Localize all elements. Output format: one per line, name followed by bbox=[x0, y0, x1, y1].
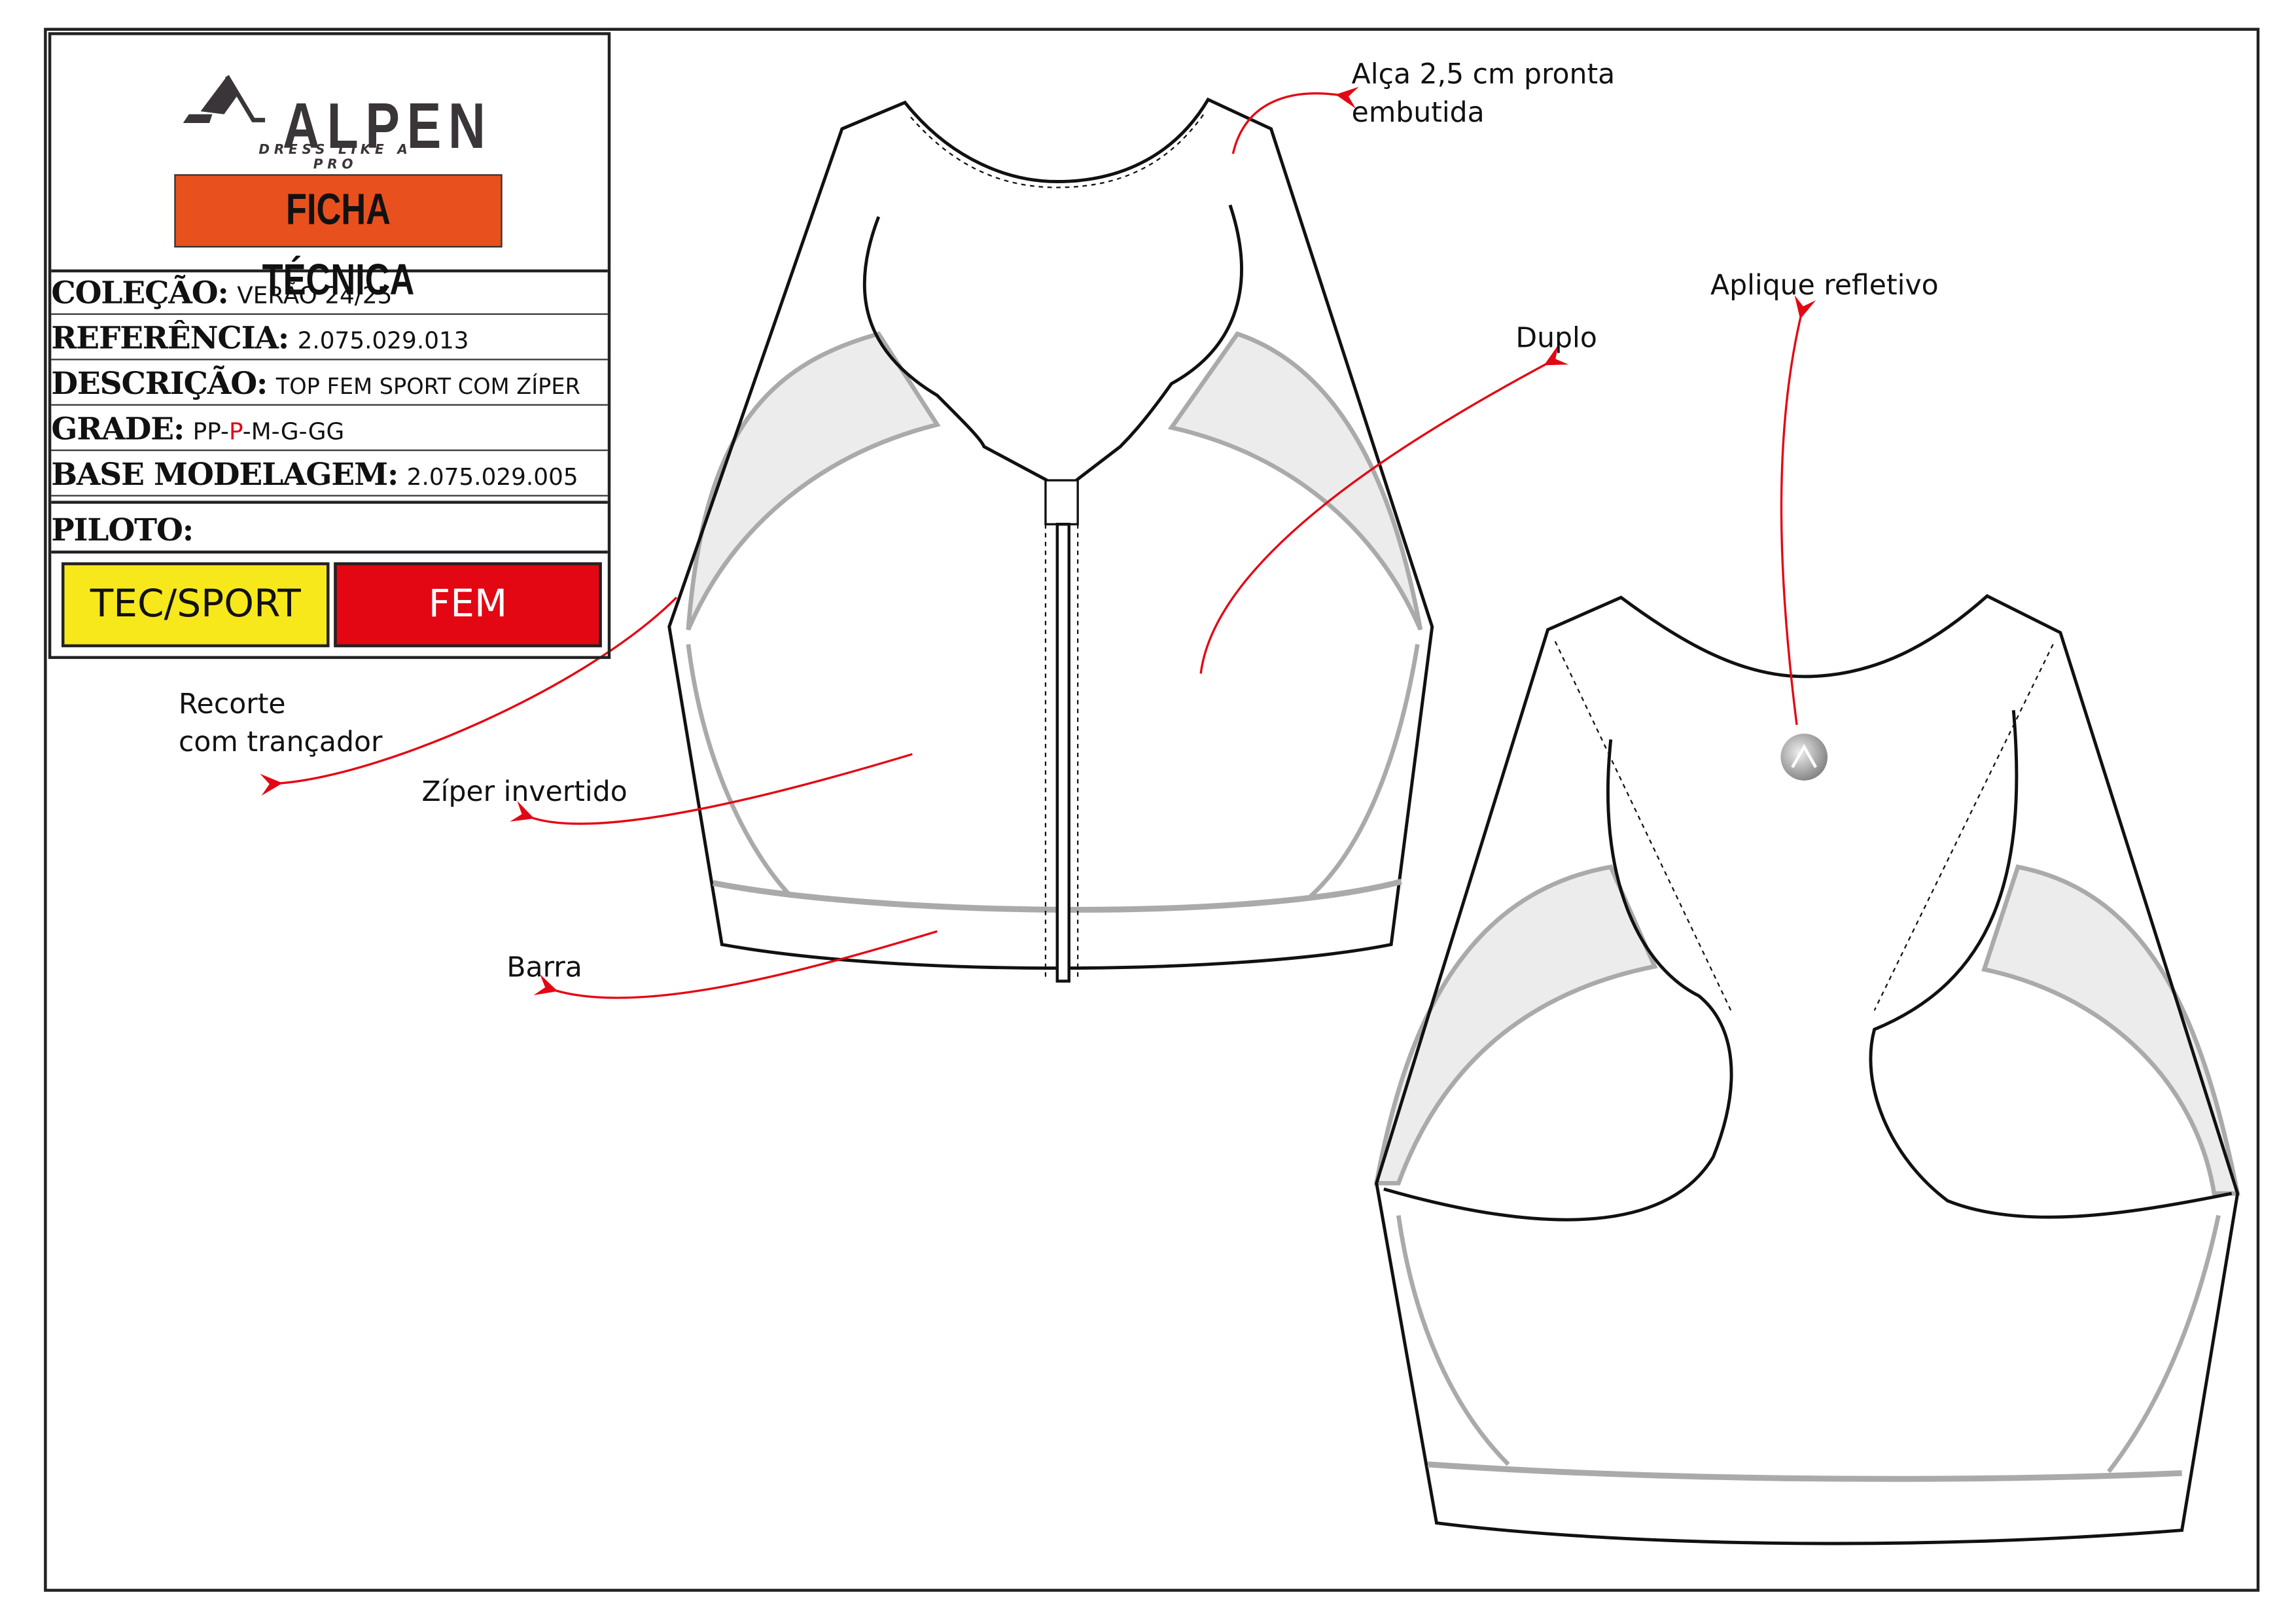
arrow-aplique bbox=[1780, 295, 1816, 726]
alpen-logo-icon bbox=[183, 75, 266, 123]
annotation-arrows bbox=[260, 86, 1816, 999]
front-armhole-right bbox=[1075, 204, 1243, 482]
label-barra: Barra bbox=[506, 951, 582, 984]
label-aplique: Aplique refletivo bbox=[1710, 269, 1939, 302]
arrow-barra bbox=[533, 930, 938, 999]
logo-area: ALPEN DRESS LIKE A PRO FICHA TÉCNICA bbox=[51, 35, 608, 305]
info-panel: ALPEN DRESS LIKE A PRO FICHA TÉCNICA COL… bbox=[48, 32, 611, 660]
zipper-pull bbox=[1044, 479, 1079, 525]
front-armhole-left bbox=[862, 216, 1048, 482]
back-mesh-right bbox=[1981, 864, 2240, 1196]
field-piloto: PILOTO: bbox=[51, 501, 608, 554]
label-duplo: Duplo bbox=[1515, 322, 1597, 355]
back-outline bbox=[1375, 593, 2240, 1545]
arrow-duplo bbox=[1199, 345, 1569, 674]
back-hem-band bbox=[1427, 1461, 2182, 1482]
arrow-ziper bbox=[510, 752, 913, 825]
brand-name: ALPEN bbox=[282, 90, 493, 163]
back-view bbox=[1373, 593, 2240, 1545]
arrow-alca bbox=[1231, 86, 1359, 154]
front-view bbox=[667, 97, 1434, 983]
back-racer-left bbox=[1383, 739, 1733, 1222]
front-mesh-left bbox=[686, 331, 941, 631]
field-grade: GRADE:PP-P-M-G-GG bbox=[51, 406, 608, 451]
field-referencia: REFERÊNCIA:2.075.029.013 bbox=[51, 315, 608, 361]
highlighted-size: P bbox=[228, 417, 243, 446]
category-tag: TEC/SPORT bbox=[61, 562, 330, 648]
sheet-title: FICHA TÉCNICA bbox=[174, 174, 503, 305]
field-colecao: COLEÇÃO:VERÃO 24/25 bbox=[51, 270, 608, 315]
brand-tagline: DRESS LIKE A PRO bbox=[258, 143, 412, 173]
arrow-recorte bbox=[260, 596, 678, 796]
field-descricao: DESCRIÇÃO:TOP FEM SPORT COM ZÍPER bbox=[51, 361, 608, 406]
back-mesh-left bbox=[1373, 864, 1658, 1186]
page-border bbox=[44, 27, 2260, 1592]
front-outline bbox=[667, 97, 1434, 970]
front-mesh-right bbox=[1167, 331, 1423, 631]
zipper bbox=[1055, 522, 1070, 983]
field-base-modelagem: BASE MODELAGEM:2.075.029.005 bbox=[51, 451, 608, 497]
back-racer-right bbox=[1869, 710, 2233, 1219]
gender-tag: FEM bbox=[334, 562, 602, 648]
label-ziper: Zíper invertido bbox=[421, 776, 627, 809]
reflective-logo-icon bbox=[1780, 733, 1828, 781]
front-neck-stitch bbox=[910, 113, 1205, 188]
